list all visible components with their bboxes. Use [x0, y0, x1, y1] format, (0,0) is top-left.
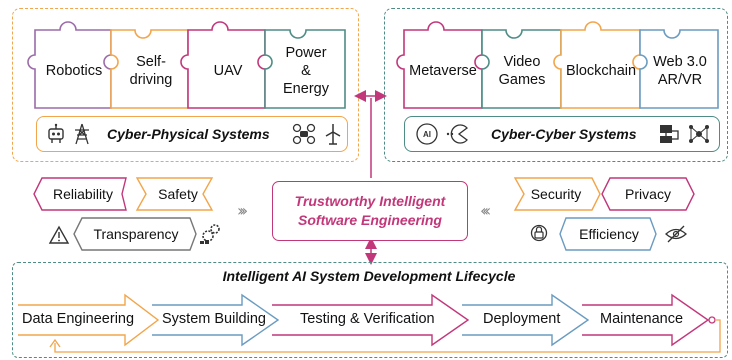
center-title: Trustworthy Intelligent Software Enginee…: [294, 193, 446, 228]
lifecycle-panel: [12, 262, 728, 358]
network-icon: [688, 125, 709, 143]
stage-system-building: System Building: [162, 311, 266, 327]
puzzle-piece-power-energy: [264, 29, 346, 109]
tag-shape-efficiency: [559, 217, 657, 251]
cyber-physical-title: Cyber-Physical Systems: [107, 126, 270, 142]
stage-testing-verification: Testing & Verification: [300, 311, 435, 327]
eye-slash-icon: [665, 225, 687, 243]
cyber-physical-panel: [12, 8, 359, 162]
tag-transparency: Transparency: [93, 226, 179, 242]
feedback-arrowhead: [49, 338, 61, 348]
stage-maintenance: Maintenance: [600, 311, 684, 327]
chevrons-left-icon: ‹‹‹: [480, 201, 491, 220]
piece-label-blockchain: Blockchain: [565, 62, 637, 79]
arrow-system-building: [152, 293, 280, 347]
arrow-maintenance: [582, 293, 710, 347]
puzzle-piece-blockchain: [553, 21, 641, 109]
tag-shape-reliability: [33, 177, 127, 211]
feedback-loop: [54, 319, 721, 353]
puzzle-piece-robotics: [27, 21, 112, 109]
robot-icon: [48, 123, 64, 143]
arrow-testing: [272, 293, 470, 347]
pacman-icon: [446, 124, 468, 144]
tag-privacy: Privacy: [625, 186, 671, 202]
piece-label-metaverse: Metaverse: [409, 62, 477, 79]
loop-end-dot: [708, 316, 716, 324]
lifecycle-title: Intelligent AI System Development Lifecy…: [222, 268, 516, 284]
ai-brain-icon: AI: [416, 123, 438, 145]
cyber-physical-bar: Cyber-Physical Systems: [36, 116, 348, 152]
tag-reliability: Reliability: [53, 186, 113, 202]
piece-label-robotics: Robotics: [45, 62, 103, 79]
cyber-cyber-title: Cyber-Cyber Systems: [491, 126, 637, 142]
warning-icon: [48, 225, 70, 244]
power-tower-icon: [75, 123, 89, 145]
piece-label-web3: Web 3.0 AR/VR: [653, 53, 707, 88]
stage-data-engineering: Data Engineering: [22, 311, 135, 327]
tag-efficiency: Efficiency: [579, 226, 639, 242]
chevrons-right-icon: ›››: [237, 201, 248, 220]
gears-icon: [200, 224, 220, 244]
cyber-cyber-bar: AI Cyber-Cyber Systems: [404, 116, 720, 152]
tag-shape-transparency: [73, 217, 197, 251]
stage-deployment: Deployment: [483, 311, 561, 327]
tag-security: Security: [530, 186, 582, 202]
drone-icon: [292, 123, 315, 145]
blockchain-icon: [659, 125, 679, 143]
wind-turbine-icon: [325, 124, 341, 145]
center-box: Trustworthy Intelligent Software Enginee…: [272, 181, 468, 241]
puzzle-piece-uav: [180, 21, 266, 109]
cyber-cyber-panel: [384, 8, 728, 162]
piece-label-self-driving: Self- driving: [129, 53, 173, 88]
tag-shape-privacy: [601, 177, 695, 211]
piece-label-video-games: Video Games: [498, 53, 546, 88]
tag-safety: Safety: [158, 186, 198, 202]
lock-icon: [530, 224, 548, 242]
puzzle-piece-web3: [639, 29, 719, 109]
tag-shape-safety: [135, 177, 214, 211]
arrow-deployment: [462, 293, 590, 347]
puzzle-piece-metaverse: [396, 21, 483, 109]
piece-label-power-energy: Power & Energy: [283, 44, 329, 98]
tag-shape-security: [513, 177, 601, 211]
arrow-data-engineering: [18, 293, 160, 347]
svg-text:AI: AI: [423, 130, 431, 139]
piece-label-uav: UAV: [213, 62, 243, 79]
